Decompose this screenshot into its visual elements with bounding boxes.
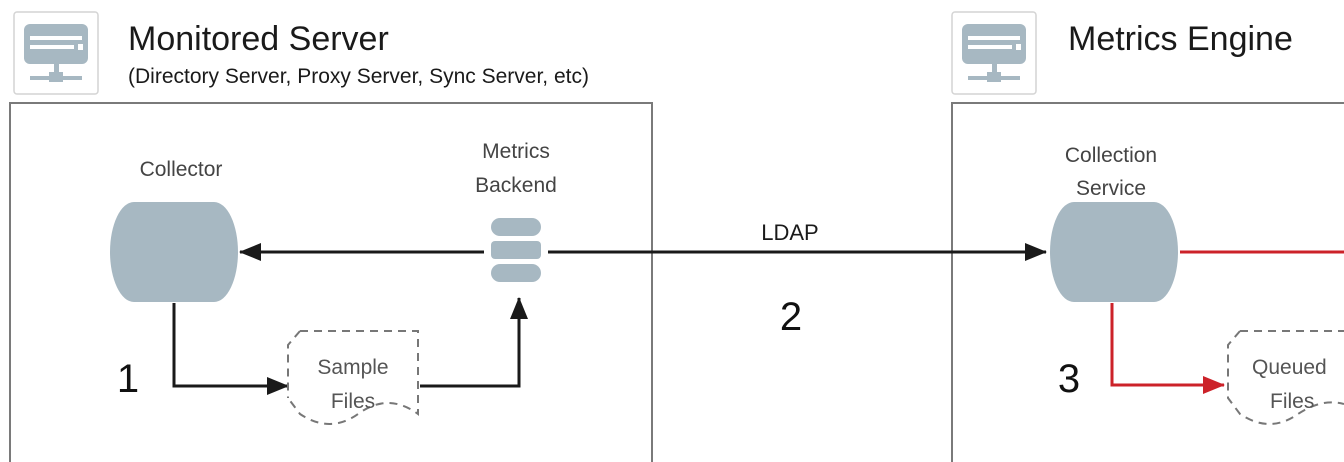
- arrow-collector-to-files: [172, 303, 289, 395]
- queued-files-label-line2: Files: [1270, 390, 1314, 413]
- step-1: 1: [117, 357, 139, 401]
- monitored-server-icon: [13, 11, 99, 95]
- collector-label: Collector: [140, 158, 223, 181]
- arrow-service-to-queued: [1110, 303, 1225, 394]
- backend-label-line1: Metrics: [482, 140, 550, 163]
- service-label-line1: Collection: [1065, 144, 1157, 167]
- collection-service-node: [1050, 202, 1178, 302]
- queued-files-label-line1: Queued: [1252, 356, 1327, 379]
- collector-node: [110, 202, 238, 302]
- ldap-label: LDAP: [761, 220, 818, 245]
- sample-files-doc: [287, 330, 419, 425]
- database-icon: [491, 218, 541, 282]
- arrow-files-to-backend: [420, 297, 528, 388]
- monitored-server-subtitle: (Directory Server, Proxy Server, Sync Se…: [128, 65, 589, 88]
- metrics-engine-icon: [951, 11, 1037, 95]
- sample-files-label-line1: Sample: [317, 356, 388, 379]
- metrics-engine-box: [951, 102, 1344, 462]
- backend-label-line2: Backend: [475, 174, 557, 197]
- service-label-line2: Service: [1076, 177, 1146, 200]
- step-3: 3: [1058, 357, 1080, 401]
- metrics-engine-title: Metrics Engine: [1068, 20, 1293, 58]
- sample-files-label-line2: Files: [331, 390, 375, 413]
- step-2: 2: [780, 295, 802, 339]
- queued-files-doc: [1227, 330, 1344, 425]
- monitored-server-box: [9, 102, 653, 462]
- monitored-server-title: Monitored Server: [128, 20, 389, 58]
